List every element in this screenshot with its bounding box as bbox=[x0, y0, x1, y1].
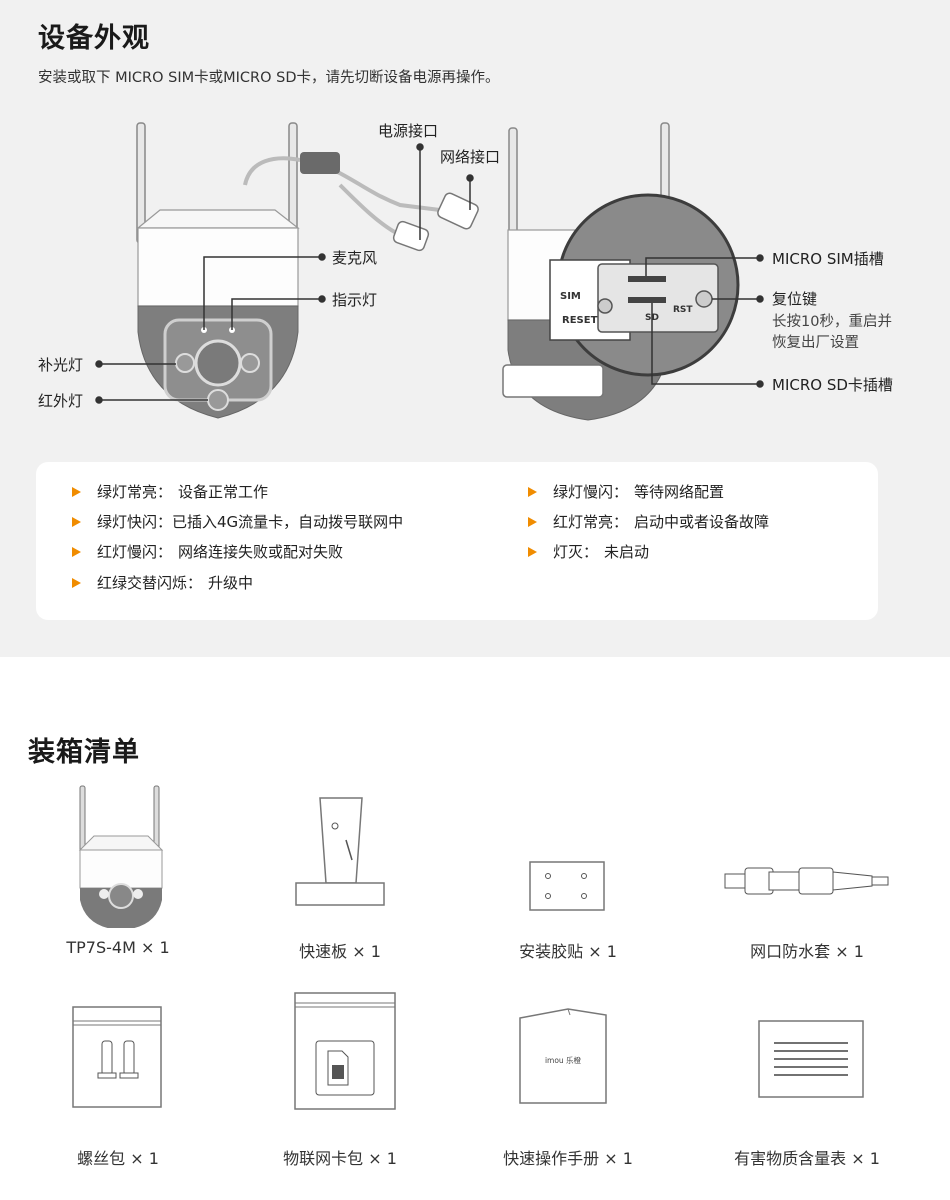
leader-lines bbox=[95, 143, 764, 404]
packing-item-label: 螺丝包 × 1 bbox=[77, 1149, 159, 1168]
reset-hint-line2: 恢复出厂设置 bbox=[772, 335, 859, 351]
waterproof-cap-icon bbox=[724, 867, 889, 895]
power-off-notice: 安装或取下 MICRO SIM卡或MICRO SD卡，请先切断设备电源再操作。 bbox=[38, 70, 500, 86]
bullet-arrow-icon bbox=[528, 516, 537, 527]
panel-sd-text: SD bbox=[645, 313, 659, 323]
packing-list-title: 装箱清单 bbox=[28, 737, 140, 768]
label-fill-light: 补光灯 bbox=[38, 356, 84, 374]
packing-item: TP7S-4M × 1 bbox=[8, 778, 228, 957]
appearance-section: 设备外观 安装或取下 MICRO SIM卡或MICRO SD卡，请先切断设备电源… bbox=[0, 0, 950, 657]
packing-item: 螺丝包 × 1 bbox=[8, 985, 228, 1169]
sim-card-pack-icon bbox=[294, 992, 396, 1110]
status-item: 绿灯快闪：已插入4G流量卡，自动拨号联网中 bbox=[72, 512, 403, 532]
reset-hint-line1: 长按10秒，重启并 bbox=[772, 314, 892, 330]
manual-brand-text: imou 乐橙 bbox=[545, 1055, 582, 1065]
panel-sim-text: SIM bbox=[560, 291, 581, 302]
bullet-arrow-icon bbox=[72, 516, 81, 527]
panel-reset-text: RESET bbox=[562, 315, 598, 326]
packing-item-label: 网口防水套 × 1 bbox=[750, 942, 864, 961]
packing-item: imou 乐橙 快速操作手册 × 1 bbox=[458, 985, 678, 1169]
packing-item: 有害物质含量表 × 1 bbox=[697, 985, 917, 1169]
status-item: 绿灯常亮：设备正常工作 bbox=[72, 482, 268, 502]
camera-icon bbox=[78, 785, 164, 930]
label-sim-slot: MICRO SIM插槽 bbox=[772, 250, 884, 268]
panel-rst-text: RST bbox=[673, 305, 693, 315]
device-diagram: SIM RESET SD RST 电源接口 网络接口 麦克风 指示灯 补光灯 红… bbox=[0, 100, 950, 440]
label-sd-slot: MICRO SD卡插槽 bbox=[772, 376, 893, 394]
bullet-arrow-icon bbox=[528, 546, 537, 557]
packing-item: 物联网卡包 × 1 bbox=[230, 985, 450, 1169]
packing-item-label: 物联网卡包 × 1 bbox=[283, 1149, 397, 1168]
bullet-arrow-icon bbox=[72, 546, 81, 557]
label-power-port: 电源接口 bbox=[378, 122, 439, 140]
mount-bracket-icon bbox=[295, 797, 385, 906]
packing-item: 网口防水套 × 1 bbox=[697, 778, 917, 962]
front-camera-icon bbox=[136, 122, 301, 419]
screw-pack-icon bbox=[72, 1006, 162, 1108]
status-item: 绿灯慢闪：等待网络配置 bbox=[528, 482, 724, 502]
indicator-status-card: 绿灯常亮：设备正常工作 绿灯快闪：已插入4G流量卡，自动拨号联网中 红灯慢闪：网… bbox=[36, 462, 878, 620]
label-network-port: 网络接口 bbox=[440, 148, 501, 166]
status-item: 红灯慢闪：网络连接失败或配对失败 bbox=[72, 542, 343, 562]
label-microphone: 麦克风 bbox=[332, 249, 378, 267]
packing-item-label: 有害物质含量表 × 1 bbox=[734, 1149, 880, 1168]
packing-item: 快速板 × 1 bbox=[230, 778, 450, 962]
packing-item-label: TP7S-4M × 1 bbox=[66, 938, 170, 957]
packing-item-label: 快速板 × 1 bbox=[299, 942, 381, 961]
bullet-arrow-icon bbox=[528, 486, 537, 497]
status-item: 红绿交替闪烁：升级中 bbox=[72, 573, 253, 593]
sticker-icon bbox=[529, 861, 605, 911]
manual-icon: imou 乐橙 bbox=[519, 1008, 607, 1104]
label-indicator: 指示灯 bbox=[332, 291, 378, 309]
packing-item: 安装胶贴 × 1 bbox=[458, 778, 678, 962]
label-reset-button: 复位键 bbox=[772, 290, 818, 308]
bullet-arrow-icon bbox=[72, 486, 81, 497]
rear-camera-icon bbox=[502, 122, 740, 421]
appearance-title: 设备外观 bbox=[38, 23, 150, 54]
label-ir-light: 红外灯 bbox=[38, 392, 84, 410]
document-icon bbox=[758, 1020, 864, 1098]
packing-item-label: 快速操作手册 × 1 bbox=[503, 1149, 633, 1168]
camera-diagram-drawing: SIM RESET SD RST bbox=[95, 122, 764, 421]
status-item: 灯灭：未启动 bbox=[528, 542, 649, 562]
bullet-arrow-icon bbox=[72, 577, 81, 588]
status-item: 红灯常亮：启动中或者设备故障 bbox=[528, 512, 769, 532]
packing-item-label: 安装胶贴 × 1 bbox=[519, 942, 617, 961]
